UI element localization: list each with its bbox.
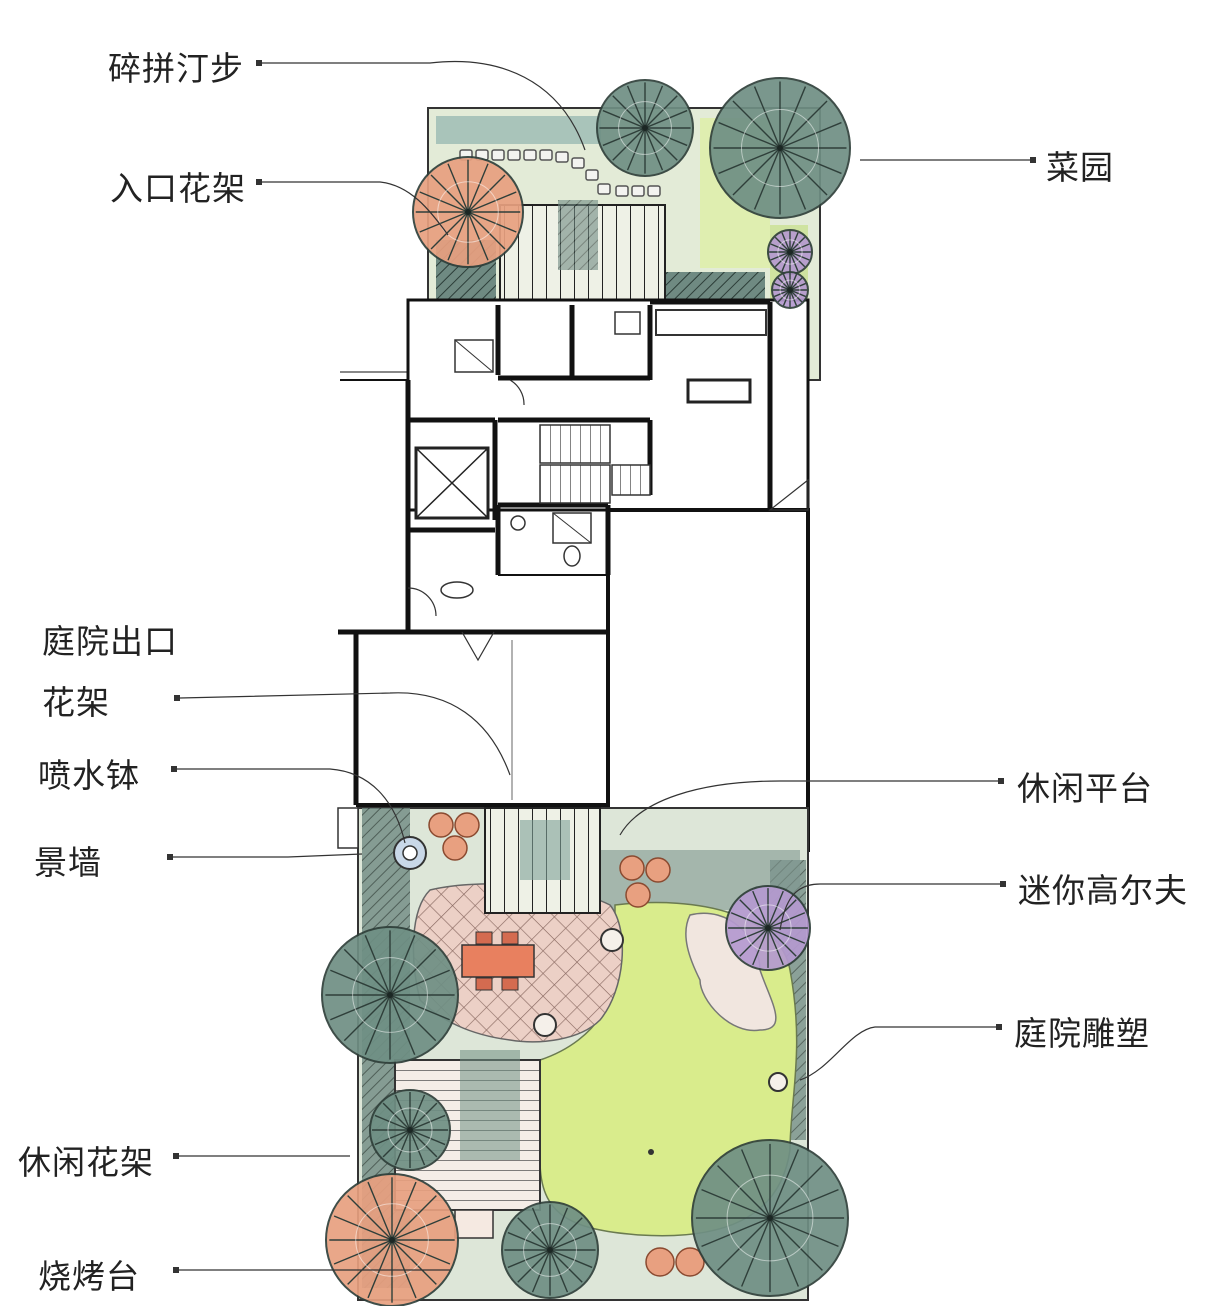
label-mini-golf: 迷你高尔夫	[1018, 871, 1188, 910]
tree	[709, 77, 851, 219]
label-leisure-terrace: 休闲平台	[1017, 769, 1153, 808]
tree	[501, 1201, 599, 1299]
label-courtyard-sculpture: 庭院雕塑	[1014, 1014, 1150, 1053]
courtyard-sculpture-object	[768, 1072, 788, 1092]
tree	[596, 79, 694, 177]
flowering-shrubs	[428, 812, 705, 1277]
label-courtyard-exit: 庭院出口	[42, 622, 178, 661]
feature-wall-structure	[337, 807, 359, 849]
sculpture	[533, 1013, 557, 1037]
planting-bed	[436, 116, 601, 144]
trees	[321, 77, 851, 1307]
sculpture	[600, 928, 624, 952]
flowering-tree	[412, 156, 524, 268]
bbq-grill	[454, 1209, 494, 1239]
tree	[691, 1139, 849, 1297]
stepping-stones	[459, 149, 661, 197]
flowering-tree	[725, 885, 811, 971]
tree	[369, 1089, 451, 1171]
leader-lines	[173, 60, 1033, 1271]
dining-table	[461, 931, 535, 991]
label-bbq: 烧烤台	[38, 1257, 140, 1296]
label-fountain-bowl: 喷水钵	[38, 756, 140, 795]
label-vegetable-garden: 菜园	[1046, 148, 1114, 187]
flowering-tree	[325, 1173, 459, 1307]
tree	[321, 926, 459, 1064]
planting-bed	[665, 272, 765, 302]
house-interior-details	[407, 309, 809, 800]
label-leisure-trellis: 休闲花架	[18, 1143, 154, 1182]
label-entrance-trellis: 入口花架	[110, 169, 246, 208]
label-feature-wall: 景墙	[34, 843, 102, 882]
label-stepping-stones: 碎拼汀步	[108, 49, 244, 88]
label-trellis: 花架	[42, 683, 110, 722]
flowering-shrub	[771, 271, 809, 309]
leader-dots	[167, 60, 1036, 1273]
flowering-shrub	[767, 229, 813, 275]
house-floorplan	[338, 298, 810, 852]
